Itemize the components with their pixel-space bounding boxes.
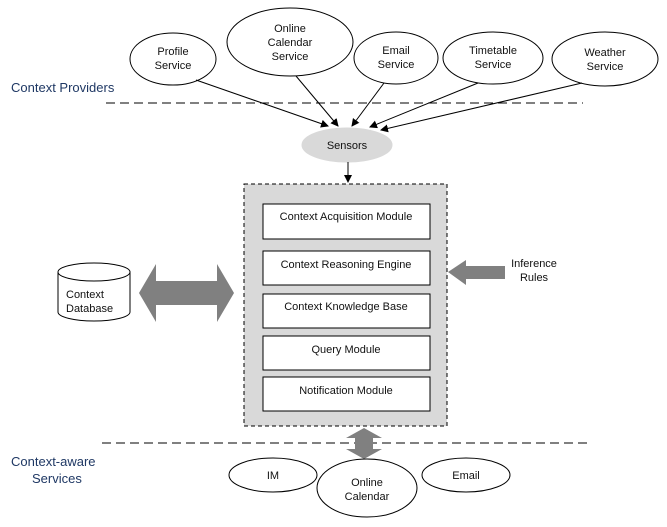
svg-text:Service: Service [378, 59, 415, 71]
service-email: Email [421, 457, 511, 493]
service-online-calendar: Online Calendar [316, 458, 418, 518]
svg-text:Calendar: Calendar [345, 491, 390, 503]
provider-timetable-service: Timetable Service [442, 31, 544, 85]
inference-rules-arrow [448, 260, 505, 285]
svg-text:Profile: Profile [157, 46, 188, 58]
sensors-node: Sensors [301, 127, 393, 163]
module-context-reasoning: Context Reasoning Engine [262, 250, 431, 286]
provider-weather-service: Weather Service [551, 31, 659, 87]
svg-text:Notification Module: Notification Module [299, 385, 393, 397]
module-context-knowledge-base: Context Knowledge Base [262, 293, 431, 329]
service-im: IM [228, 457, 318, 493]
svg-text:Email: Email [452, 470, 480, 482]
section-label-services: Services [32, 471, 82, 486]
svg-text:Timetable: Timetable [469, 45, 517, 57]
provider-profile-service: Profile Service [129, 32, 217, 86]
svg-text:Context: Context [66, 289, 104, 301]
svg-text:IM: IM [267, 470, 279, 482]
svg-text:Online: Online [274, 23, 306, 35]
svg-text:Sensors: Sensors [327, 140, 368, 152]
svg-text:Context Reasoning Engine: Context Reasoning Engine [281, 259, 412, 271]
svg-text:Query Module: Query Module [311, 344, 380, 356]
svg-text:Context Knowledge Base: Context Knowledge Base [284, 301, 408, 313]
inference-rules-label: Inference [511, 258, 557, 270]
svg-text:Service: Service [272, 51, 309, 63]
svg-text:Calendar: Calendar [268, 37, 313, 49]
provider-email-service: Email Service [353, 31, 439, 85]
provider-to-sensor-arrows [195, 75, 583, 133]
svg-text:Weather: Weather [584, 47, 626, 59]
database-framework-double-arrow [139, 264, 234, 322]
svg-text:Context Acquisition Module: Context Acquisition Module [280, 211, 413, 223]
section-label-context-providers: Context Providers [11, 80, 115, 95]
provider-online-calendar-service: Online Calendar Service [226, 7, 354, 77]
svg-text:Service: Service [155, 60, 192, 72]
framework-services-double-arrow [346, 428, 382, 459]
module-context-acquisition: Context Acquisition Module [262, 203, 431, 240]
module-notification: Notification Module [262, 376, 431, 412]
svg-text:Email: Email [382, 45, 410, 57]
svg-text:Service: Service [475, 59, 512, 71]
context-database-cylinder: Context Database [57, 262, 131, 322]
inference-rules-label-line2: Rules [520, 272, 549, 284]
module-query: Query Module [262, 335, 431, 371]
svg-text:Service: Service [587, 61, 624, 73]
svg-text:Database: Database [66, 303, 113, 315]
section-label-context-aware: Context-aware [11, 454, 96, 469]
svg-text:Online: Online [351, 477, 383, 489]
